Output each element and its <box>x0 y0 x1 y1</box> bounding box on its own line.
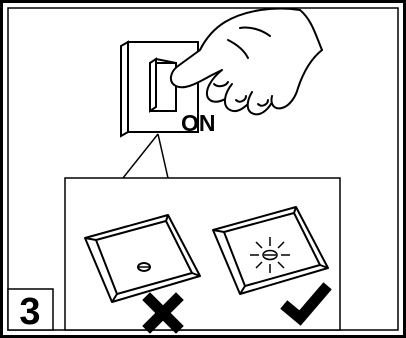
bulb-glow-icon <box>250 237 290 273</box>
callout-line-left <box>123 134 158 178</box>
step-number: 3 <box>19 291 40 333</box>
callout-line-right <box>158 134 168 178</box>
switch-label-on: ON <box>181 110 216 136</box>
